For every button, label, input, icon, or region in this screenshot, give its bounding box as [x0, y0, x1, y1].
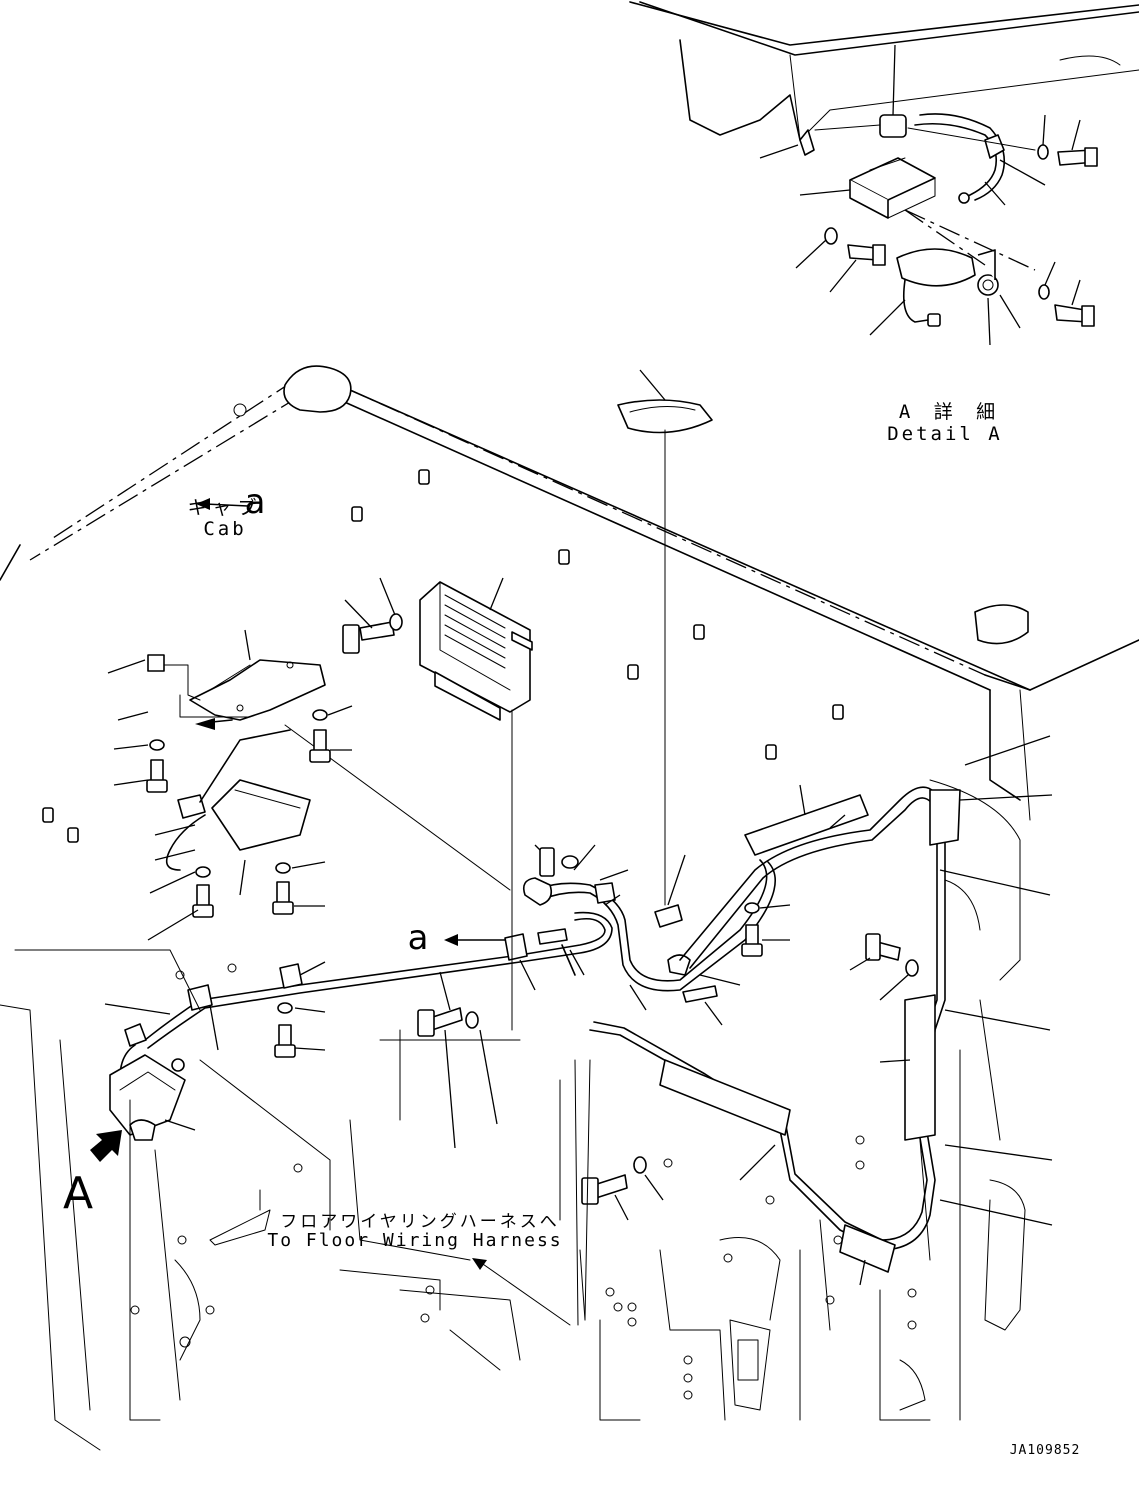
wiring-harness	[104, 369, 1053, 1286]
harness-label-en: To Floor Wiring Harness	[267, 1230, 563, 1251]
connector-ref-label-1: a	[244, 482, 266, 522]
bracket-and-module	[107, 629, 511, 896]
harness-label-jp: フロアワイヤリングハーネスへ	[280, 1212, 560, 1232]
cab-label-en: Cab	[203, 518, 247, 540]
detail-label-jp: A 詳 細	[898, 401, 1002, 423]
controller-bolt	[342, 577, 504, 654]
panel-studs	[42, 469, 844, 843]
connector-ref-label-2: a	[407, 918, 429, 958]
view-letter-label: A	[62, 1168, 94, 1219]
view-direction-arrow-icon	[90, 1130, 122, 1162]
cab-roof-edge	[629, 1, 1139, 141]
detail-a-assembly	[759, 44, 1098, 346]
detail-label-en: Detail A	[887, 423, 1003, 445]
fastener-set-left	[113, 705, 353, 941]
lower-frame	[0, 779, 1026, 1451]
cab-label-jp: キャブ	[187, 497, 263, 519]
controller-unit	[419, 581, 533, 721]
sensor-unit	[109, 1054, 196, 1141]
fastener-set-right	[274, 847, 919, 1221]
annotation-arrows	[196, 498, 579, 1326]
drawing-code: JA109852	[1009, 1443, 1081, 1458]
